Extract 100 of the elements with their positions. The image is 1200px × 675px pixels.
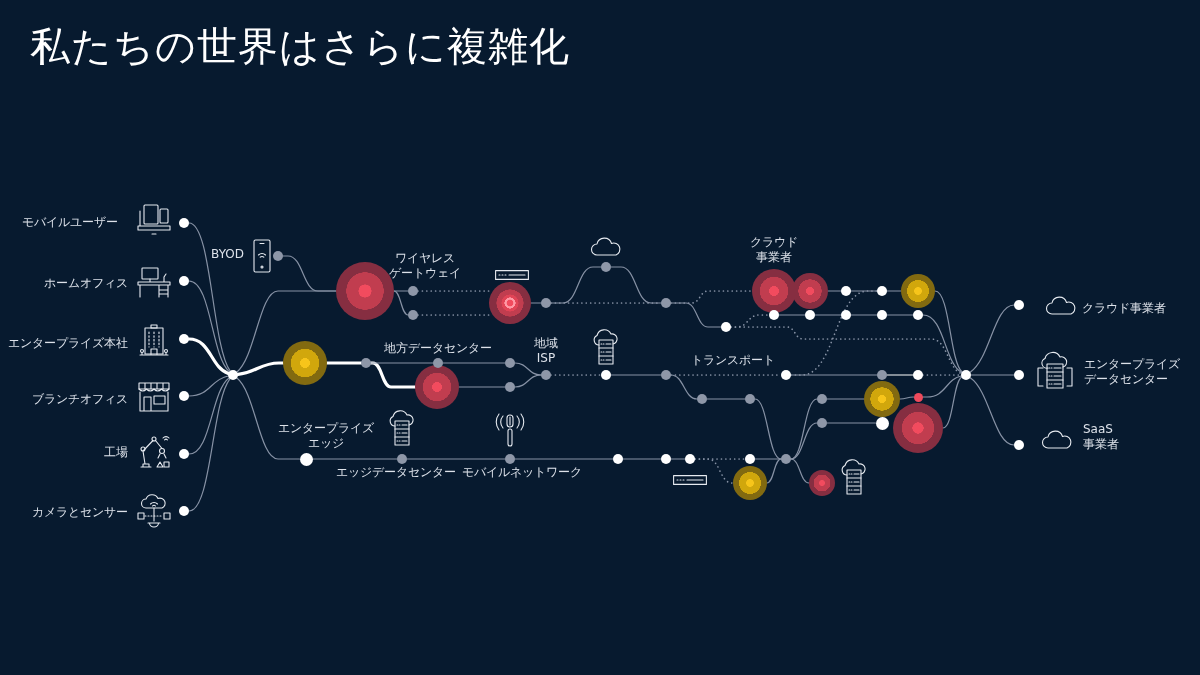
connector-line — [921, 375, 962, 398]
endpoint-label: SaaS 事業者 — [1083, 422, 1119, 452]
junction-dot — [397, 454, 407, 464]
connector-line — [393, 290, 409, 316]
connector-line — [406, 458, 506, 460]
node-label: BYOD — [211, 246, 244, 262]
node-label: モバイルネットワーク — [462, 464, 582, 480]
junction-dot — [685, 454, 695, 464]
connector-line — [530, 302, 542, 304]
hotspot-marker — [893, 403, 943, 453]
junction-dot — [877, 370, 887, 380]
connector-line — [814, 314, 842, 316]
hotspot-marker — [901, 274, 935, 308]
junction-dot — [913, 392, 923, 402]
connector-line — [514, 374, 542, 388]
junction-dot — [877, 286, 887, 296]
connector-line — [370, 362, 434, 364]
connector-line — [706, 398, 746, 400]
junction-dot — [541, 298, 551, 308]
connector-line — [236, 361, 285, 377]
junction-dot — [179, 391, 189, 401]
connector-line — [187, 337, 230, 375]
connector-line — [969, 304, 1015, 373]
connector-line — [886, 314, 914, 316]
hotspot-marker — [489, 282, 531, 324]
connector-line — [514, 362, 542, 376]
hotspot-marker — [809, 470, 835, 496]
junction-dot — [913, 310, 923, 320]
junction-dot — [299, 452, 313, 466]
connector-line — [970, 374, 1015, 376]
junction-dot — [228, 370, 238, 380]
connector-line — [670, 374, 698, 400]
junction-dot — [273, 251, 283, 261]
connector-line — [850, 314, 878, 316]
junction-dot — [805, 310, 815, 320]
connector-line — [550, 374, 602, 376]
junction-dot — [841, 286, 851, 296]
endpoint-label: エンタープライズ本社 — [8, 335, 128, 351]
connector-line — [694, 458, 734, 484]
junction-dot — [721, 322, 731, 332]
connector-line — [886, 290, 902, 292]
connector-line — [670, 290, 753, 304]
junction-dot — [408, 286, 418, 296]
junction-dot — [505, 454, 515, 464]
connector-line — [442, 362, 506, 364]
junction-dot — [505, 358, 515, 368]
node-label: 地域 ISP — [534, 336, 558, 366]
junction-dot — [601, 370, 611, 380]
connector-line — [670, 458, 686, 460]
junction-dot — [769, 310, 779, 320]
connector-line — [325, 361, 363, 365]
connector-line — [282, 255, 337, 292]
connector-line — [790, 398, 818, 460]
junction-dot — [877, 310, 887, 320]
node-label: エンタープライズエッジ — [277, 421, 375, 451]
junction-dot — [1014, 300, 1024, 310]
connector-line — [790, 374, 878, 376]
connector-line — [393, 290, 409, 292]
junction-dot — [505, 382, 515, 392]
connector-line — [886, 374, 914, 376]
endpoint-label: エンタープライズデータセンター — [1084, 357, 1181, 387]
connector-line — [188, 280, 230, 373]
junction-dot — [1014, 370, 1024, 380]
connector-line — [778, 314, 806, 316]
connector-line — [417, 290, 490, 292]
endpoint-label: ブランチオフィス — [32, 391, 128, 407]
hotspot-marker — [752, 269, 796, 313]
junction-dot — [875, 416, 889, 430]
connector-line — [610, 374, 662, 376]
junction-dot — [661, 370, 671, 380]
junction-dot — [179, 506, 189, 516]
connector-line — [311, 458, 398, 460]
endpoint-label: ホームオフィス — [44, 275, 128, 291]
connector-line — [458, 386, 506, 388]
connector-line — [188, 375, 229, 397]
hotspot-marker — [792, 273, 828, 309]
connector-line — [236, 377, 301, 460]
junction-dot — [1014, 440, 1024, 450]
junction-dot — [433, 358, 443, 368]
junction-dot — [745, 394, 755, 404]
connector-line — [417, 314, 490, 316]
connector-line — [899, 396, 915, 400]
connector-line — [969, 377, 1015, 446]
connector-line — [369, 361, 417, 389]
connector-line — [790, 458, 810, 484]
connector-line — [550, 266, 602, 304]
connector-line — [827, 290, 842, 292]
junction-dot — [781, 370, 791, 380]
connector-line — [754, 398, 782, 460]
connector-line — [622, 458, 662, 460]
section-label: トランスポート — [691, 352, 775, 368]
connector-line — [922, 374, 962, 376]
junction-dot — [745, 454, 755, 464]
endpoint-label: クラウド事業者 — [1082, 300, 1166, 316]
junction-dot — [841, 310, 851, 320]
connector-line — [826, 422, 877, 424]
junction-dot — [961, 370, 971, 380]
junction-dot — [661, 454, 671, 464]
connector-line — [826, 398, 865, 400]
junction-dot — [179, 276, 189, 286]
